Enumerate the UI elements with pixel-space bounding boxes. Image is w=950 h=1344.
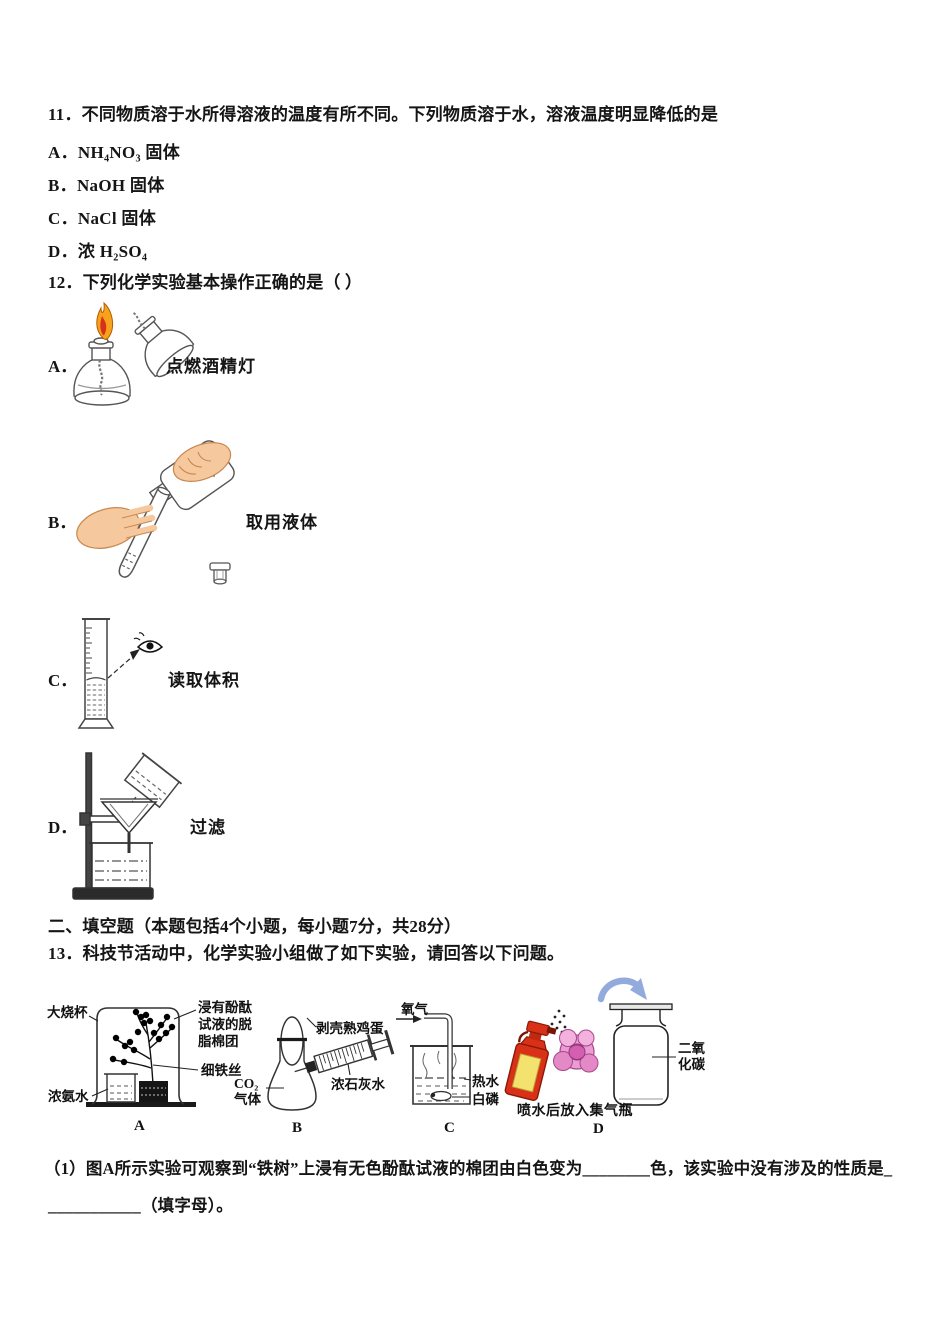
label-co2-bottle-line1: 二氧	[678, 1041, 705, 1056]
q12-option-a-letter: A．	[48, 357, 78, 376]
label-phosphorus: 白磷	[472, 1092, 499, 1107]
hot-water-beaker	[410, 1045, 473, 1105]
label-hot-water: 热水	[472, 1074, 499, 1089]
q11-option-a: A．NH₄NO₃ 固体	[48, 143, 181, 162]
q12-option-d-caption: 过滤	[190, 818, 226, 837]
label-co2-line1: CO₂	[234, 1076, 259, 1091]
ammonia-beaker	[104, 1073, 138, 1103]
experiment-b-art	[266, 1016, 395, 1111]
alcohol-lamp-tilted	[132, 311, 195, 378]
q11-option-d: D．浓 H₂SO₄	[48, 242, 148, 261]
leader-lines-c	[452, 1078, 472, 1098]
q12-option-d-letter: D．	[48, 818, 78, 837]
label-limewater: 浓石灰水	[331, 1077, 385, 1092]
pouring-liquid-diagram	[76, 440, 235, 585]
white-phosphorus	[430, 1090, 452, 1102]
label-iron-wire: 细铁丝	[201, 1063, 242, 1078]
section2-header: 二、填空题（本题包括4个小题，每小题7分，共28分）	[48, 917, 462, 936]
flask-neck	[279, 1041, 305, 1061]
label-co2-bottle: 二氧化碳	[678, 1041, 705, 1072]
tag-d: D	[593, 1121, 604, 1137]
pink-flower	[553, 1029, 599, 1073]
eye-icon	[133, 632, 164, 653]
label-cotton-line2: 试液的脱	[198, 1017, 252, 1032]
q11-stem: 11．不同物质溶于水所得溶液的温度有所不同。下列物质溶于水，溶液温度明显降低的是	[48, 105, 719, 124]
q11-option-b: B．NaOH 固体	[48, 176, 165, 195]
sight-line	[107, 656, 133, 679]
conical-flask	[267, 1060, 317, 1111]
q13-diagram-art	[86, 977, 676, 1111]
tag-c: C	[444, 1120, 455, 1136]
leader-lines-b	[266, 1017, 351, 1089]
tag-b: B	[292, 1120, 303, 1136]
q12-option-a-caption: 点燃酒精灯	[166, 357, 256, 376]
oxygen-arrowhead	[413, 1015, 422, 1023]
q12-option-b-letter: B．	[48, 513, 77, 532]
q12-option-c-caption: 读取体积	[168, 671, 240, 690]
label-co2-line2: 气体	[234, 1091, 261, 1107]
experiment-c-art	[396, 1013, 473, 1105]
leader-lines-a	[88, 1009, 199, 1097]
cotton-balls	[109, 1008, 176, 1066]
sight-arrowhead	[130, 649, 140, 660]
q13-sub1-line2: ___________（填字母）。	[48, 1196, 233, 1215]
filtration-diagram	[72, 752, 183, 900]
label-big-beaker: 大烧杯	[47, 1005, 88, 1020]
experiment-a-art	[86, 1007, 199, 1107]
tag-a: A	[134, 1118, 145, 1134]
q12-stem: 12．下列化学实验基本操作正确的是（ ）	[48, 273, 363, 292]
spray-bottle	[504, 1020, 557, 1101]
soil-block	[139, 1081, 168, 1102]
label-spray-caption: 喷水后放入集气瓶	[517, 1104, 633, 1119]
label-cotton-line3: 脂棉团	[198, 1034, 239, 1049]
reading-volume-diagram	[77, 618, 164, 729]
q12-option-b-caption: 取用液体	[246, 513, 318, 532]
label-egg: 剥壳熟鸡蛋	[316, 1021, 384, 1036]
label-ammonia: 浓氨水	[48, 1089, 89, 1104]
label-co2-bottle-line2: 化碳	[678, 1056, 705, 1072]
alcohol-lamp-lighting-diagram	[73, 301, 195, 406]
experiment-d-art	[504, 977, 676, 1106]
syringe	[294, 1029, 395, 1074]
bench	[86, 1102, 196, 1107]
flame-icon	[96, 301, 114, 340]
graduated-cylinder	[77, 618, 115, 729]
ring-stand	[72, 752, 154, 900]
label-cotton-line1: 浸有酚酞	[198, 1000, 252, 1015]
q13-stem: 13．科技节活动中，化学实验小组做了如下实验，请回答以下问题。	[48, 944, 565, 963]
alcohol-lamp-bottom	[73, 337, 131, 406]
inverted-big-beaker	[91, 1007, 185, 1105]
label-oxygen: 氧气	[401, 1002, 428, 1017]
blue-arrowhead	[630, 978, 647, 1000]
q12-option-c-letter: C．	[48, 671, 78, 690]
fingers-over-tube	[118, 504, 158, 539]
bottle-stopper	[209, 562, 231, 585]
receiving-beaker	[89, 842, 153, 889]
gas-collecting-bottle	[609, 1003, 673, 1106]
hand-holding-bottle	[172, 442, 232, 482]
q13-sub1-line1: （1）图A所示实验可观察到“铁树”上浸有无色酚酞试液的棉团由白色变为______…	[44, 1159, 893, 1178]
q11-option-c: C．NaCl 固体	[48, 209, 157, 228]
pouring-beaker	[123, 752, 183, 809]
label-cotton: 浸有酚酞试液的脱脂棉团	[198, 999, 252, 1050]
